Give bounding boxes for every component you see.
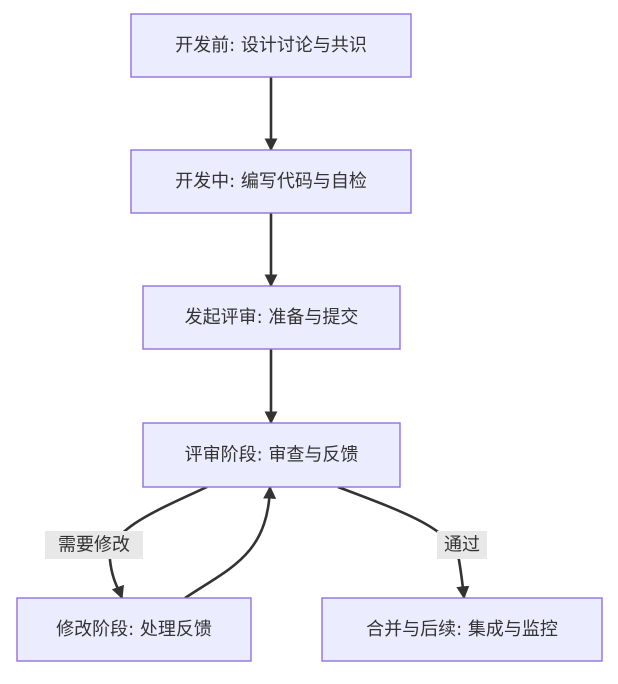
node-submit-label: 发起评审: 准备与提交 — [185, 307, 359, 328]
node-develop: 开发中: 编写代码与自检 — [130, 149, 412, 214]
node-merge: 合并与后续: 集成与监控 — [321, 597, 603, 662]
edge-label-approved: 通过 — [437, 531, 487, 559]
node-review: 评审阶段: 审查与反馈 — [142, 422, 401, 488]
edge-label-needs-change: 需要修改 — [45, 531, 143, 559]
node-design-label: 开发前: 设计讨论与共识 — [175, 35, 367, 56]
node-submit: 发起评审: 准备与提交 — [142, 285, 401, 350]
node-merge-label: 合并与后续: 集成与监控 — [366, 619, 558, 640]
edge-revise-to-review — [184, 485, 277, 600]
node-design: 开发前: 设计讨论与共识 — [130, 13, 412, 78]
node-develop-label: 开发中: 编写代码与自检 — [175, 171, 367, 192]
node-review-label: 评审阶段: 审查与反馈 — [185, 445, 359, 466]
node-revise: 修改阶段: 处理反馈 — [16, 597, 252, 662]
edge-label-approved-text: 通过 — [444, 535, 480, 556]
node-revise-label: 修改阶段: 处理反馈 — [56, 619, 212, 640]
edge-label-needs-change-text: 需要修改 — [58, 535, 130, 556]
